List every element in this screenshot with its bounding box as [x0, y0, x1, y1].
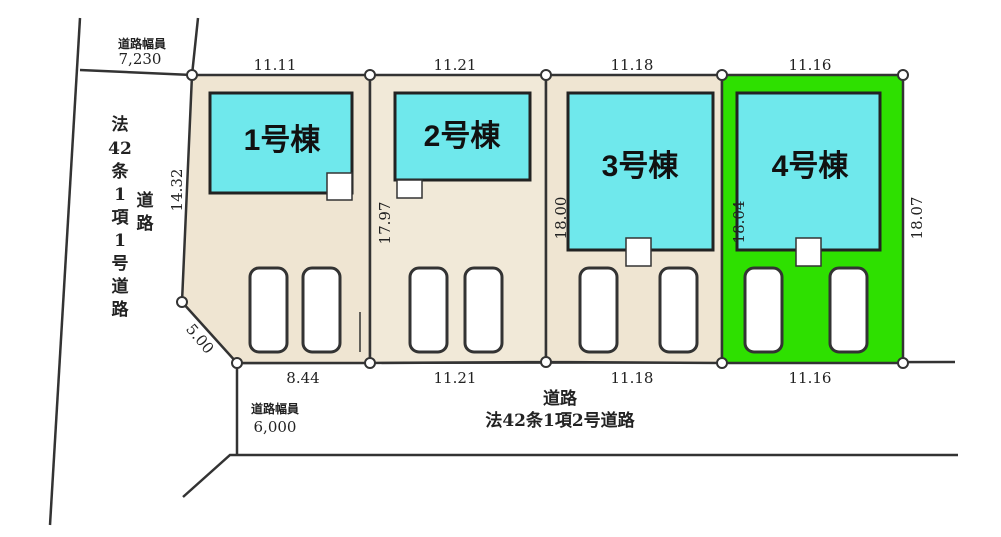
west-road-char: 法: [112, 114, 129, 135]
lot-3-right-dim: 18.04: [730, 201, 748, 244]
south-road-title: 道路: [543, 388, 578, 409]
south-road-width-label: 道路幅員: [251, 401, 299, 416]
west-road-char: 1: [114, 185, 126, 205]
west-road-char: 条: [111, 161, 130, 182]
lot-4-right-dim: 18.07: [908, 197, 926, 240]
entrance-icon: [396, 179, 423, 199]
south-road-type: 法42条1項2号道路: [485, 410, 635, 431]
south-road-south-edge: [182, 453, 958, 498]
car-icon: [658, 266, 699, 354]
car-icon: [408, 266, 449, 354]
lot-1-top-dim: 11.11: [254, 56, 297, 74]
west-road-char: 路: [112, 299, 130, 320]
lot-3-top-dim: 11.18: [611, 56, 654, 74]
lot-4-bottom-dim: 11.16: [789, 369, 832, 387]
north-road-width-line: [79, 68, 193, 77]
building-3[interactable]: [566, 91, 715, 252]
boundary-points: [176, 69, 909, 369]
north-road-width-value: 7,230: [119, 50, 162, 68]
building-3-label: 3号棟: [602, 150, 680, 183]
south-road-width-value: 6,000: [254, 418, 297, 436]
north-road-edge: [190, 17, 200, 76]
entrance-icon: [795, 237, 822, 267]
west-road-char: 項: [112, 208, 130, 228]
west-road-edge: [48, 17, 82, 526]
car-icon: [828, 266, 869, 354]
lot-2-right-dim: 18.00: [552, 197, 570, 240]
car-icon: [301, 266, 342, 354]
lot-3-bottom-dim: 11.18: [611, 369, 654, 387]
lot-1-bottom-dim: 8.44: [286, 369, 319, 387]
lot-1-right-dim: 17.97: [376, 202, 394, 245]
lot-1-left-dim: 14.32: [168, 169, 186, 212]
building-1-label: 1号棟: [244, 124, 322, 157]
building-4[interactable]: [735, 91, 882, 252]
west-road-char: 道: [112, 276, 129, 297]
west-road-title-char: 道: [137, 190, 154, 211]
entrance-icon: [326, 172, 353, 201]
car-icon: [743, 266, 784, 354]
lot-2-bottom-dim: 11.21: [434, 369, 477, 387]
entrance-icon: [625, 237, 652, 267]
lot-4-top-dim: 11.16: [789, 56, 832, 74]
parking-cars: [248, 266, 869, 354]
lot-2-top-dim: 11.21: [434, 56, 477, 74]
building-2-label: 2号棟: [424, 120, 502, 153]
west-road-char: 号: [112, 254, 129, 274]
west-road-char: 1: [114, 231, 126, 251]
building-2[interactable]: [393, 91, 532, 182]
west-road-label: 法 42 条 1 項 1 号 道 路 道 路: [108, 114, 154, 320]
car-icon: [578, 266, 619, 354]
car-icon: [463, 266, 504, 354]
west-road-title-char: 路: [137, 213, 155, 234]
car-icon: [248, 266, 289, 354]
building-4-label: 4号棟: [772, 150, 850, 183]
west-road-char: 42: [108, 139, 132, 159]
north-road-width-label: 道路幅員: [118, 36, 166, 51]
